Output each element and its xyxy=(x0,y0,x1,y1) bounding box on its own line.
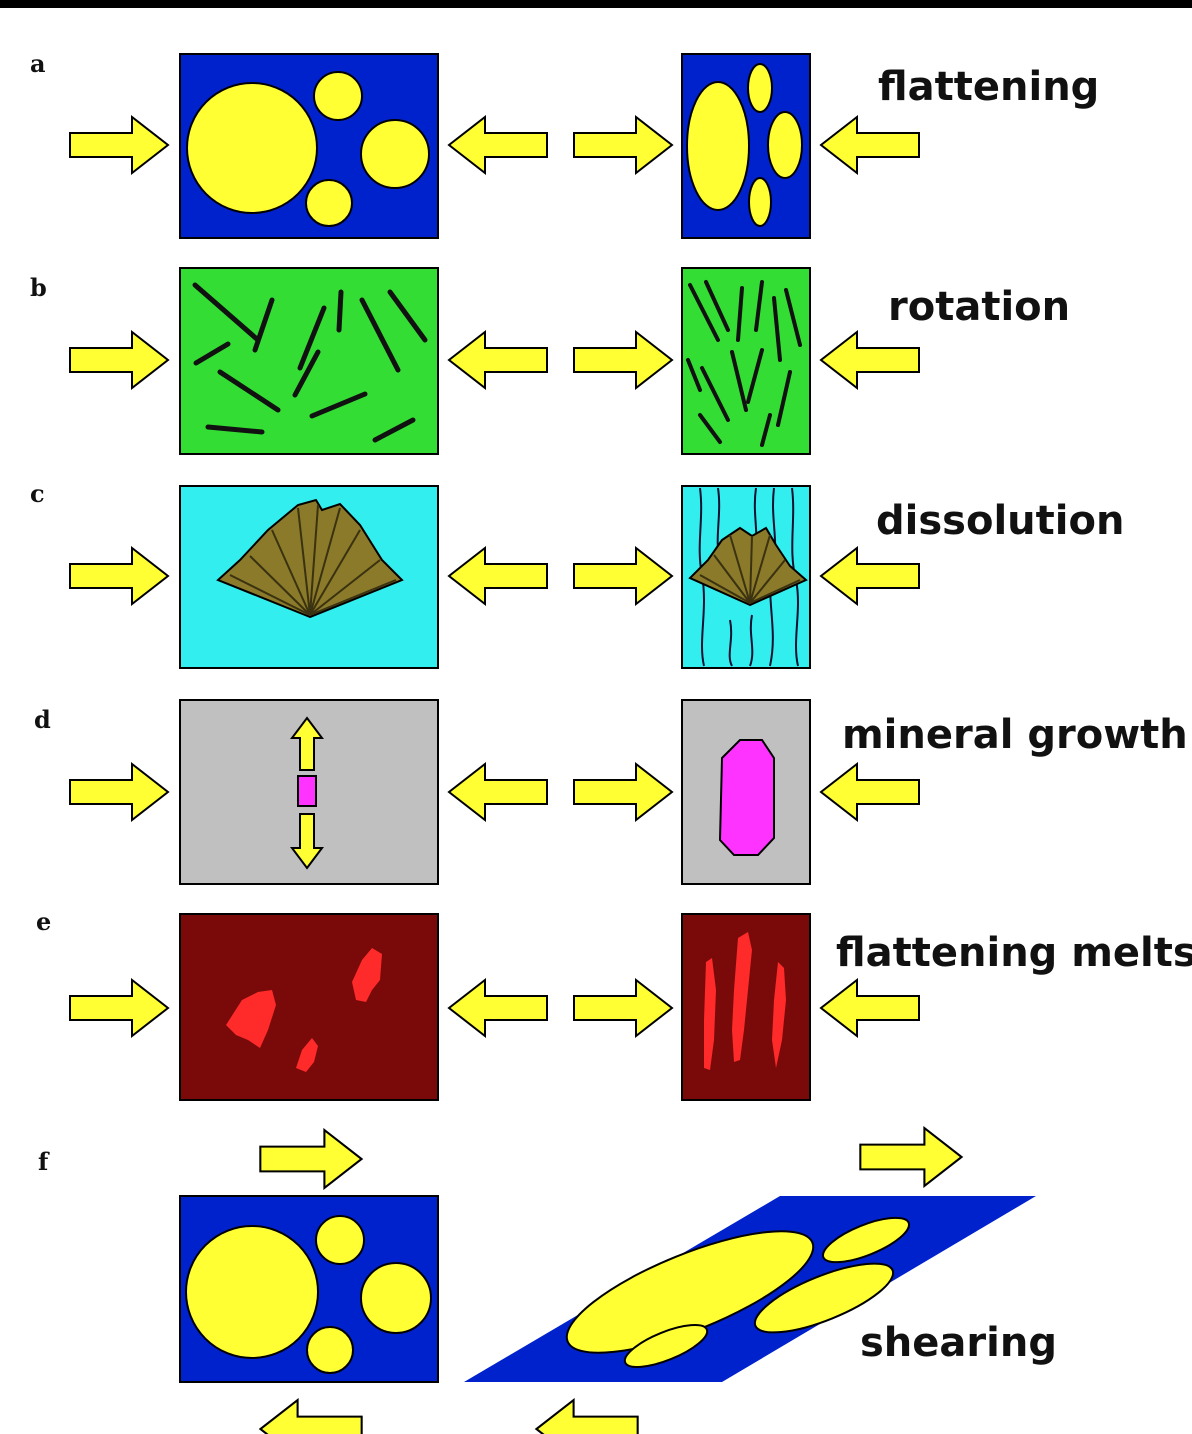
compression-arrow-left xyxy=(449,117,547,173)
compression-arrow-left xyxy=(449,764,547,820)
title-rotation: rotation xyxy=(888,284,1070,330)
block-deformed-b xyxy=(682,268,810,454)
panel-label-a: a xyxy=(30,49,46,78)
compression-arrow-right xyxy=(70,332,168,388)
compression-arrow-left xyxy=(821,980,919,1036)
compression-arrow-left xyxy=(821,764,919,820)
title-mineral-growth: mineral growth xyxy=(842,712,1188,758)
title-flattening-melts: flattening melts xyxy=(836,930,1192,976)
block-initial-a xyxy=(180,54,438,238)
panel-f: f shearing xyxy=(38,1128,1057,1434)
compression-arrow-right xyxy=(574,980,672,1036)
panel-e: e flattening melts xyxy=(36,907,1192,1100)
shear-arrow-left-bottom xyxy=(536,1400,637,1434)
block-initial-c xyxy=(180,486,438,668)
compression-arrow-right xyxy=(70,117,168,173)
panel-label-b: b xyxy=(30,273,47,302)
compression-arrow-right xyxy=(574,332,672,388)
block-initial-f xyxy=(180,1196,438,1382)
compression-arrow-left xyxy=(821,548,919,604)
title-shearing: shearing xyxy=(860,1320,1057,1366)
block-deformed-e xyxy=(682,914,810,1100)
block-initial-d xyxy=(180,700,438,884)
compression-arrow-left xyxy=(821,332,919,388)
panel-label-e: e xyxy=(36,907,51,936)
block-deformed-a xyxy=(682,54,810,238)
compression-arrow-left xyxy=(449,980,547,1036)
block-initial-b xyxy=(180,268,438,454)
compression-arrow-right xyxy=(70,980,168,1036)
block-initial-e xyxy=(180,914,438,1100)
compression-arrow-right xyxy=(70,548,168,604)
panel-d: d mineral growth xyxy=(34,700,1188,884)
block-deformed-c xyxy=(682,486,810,668)
compression-arrow-right xyxy=(574,117,672,173)
compression-arrow-right xyxy=(574,548,672,604)
panel-label-f: f xyxy=(38,1147,50,1176)
grown-mineral xyxy=(720,740,774,855)
panel-c: c xyxy=(30,479,1124,668)
shear-arrow-right-top xyxy=(260,1130,361,1188)
panel-label-c: c xyxy=(30,479,45,508)
title-flattening: flattening xyxy=(878,64,1099,110)
title-dissolution: dissolution xyxy=(876,498,1124,544)
block-deformed-d xyxy=(682,700,810,884)
shear-arrow-left-bottom xyxy=(260,1400,361,1434)
compression-arrow-left xyxy=(449,332,547,388)
panel-label-d: d xyxy=(34,705,51,734)
shear-arrow-right-top xyxy=(860,1128,961,1186)
compression-arrow-left xyxy=(449,548,547,604)
panel-b: b xyxy=(30,268,1070,454)
compression-arrow-right xyxy=(574,764,672,820)
panel-a: a flattening xyxy=(30,49,1099,238)
compression-arrow-left xyxy=(821,117,919,173)
small-mineral xyxy=(298,776,316,806)
compression-arrow-right xyxy=(70,764,168,820)
